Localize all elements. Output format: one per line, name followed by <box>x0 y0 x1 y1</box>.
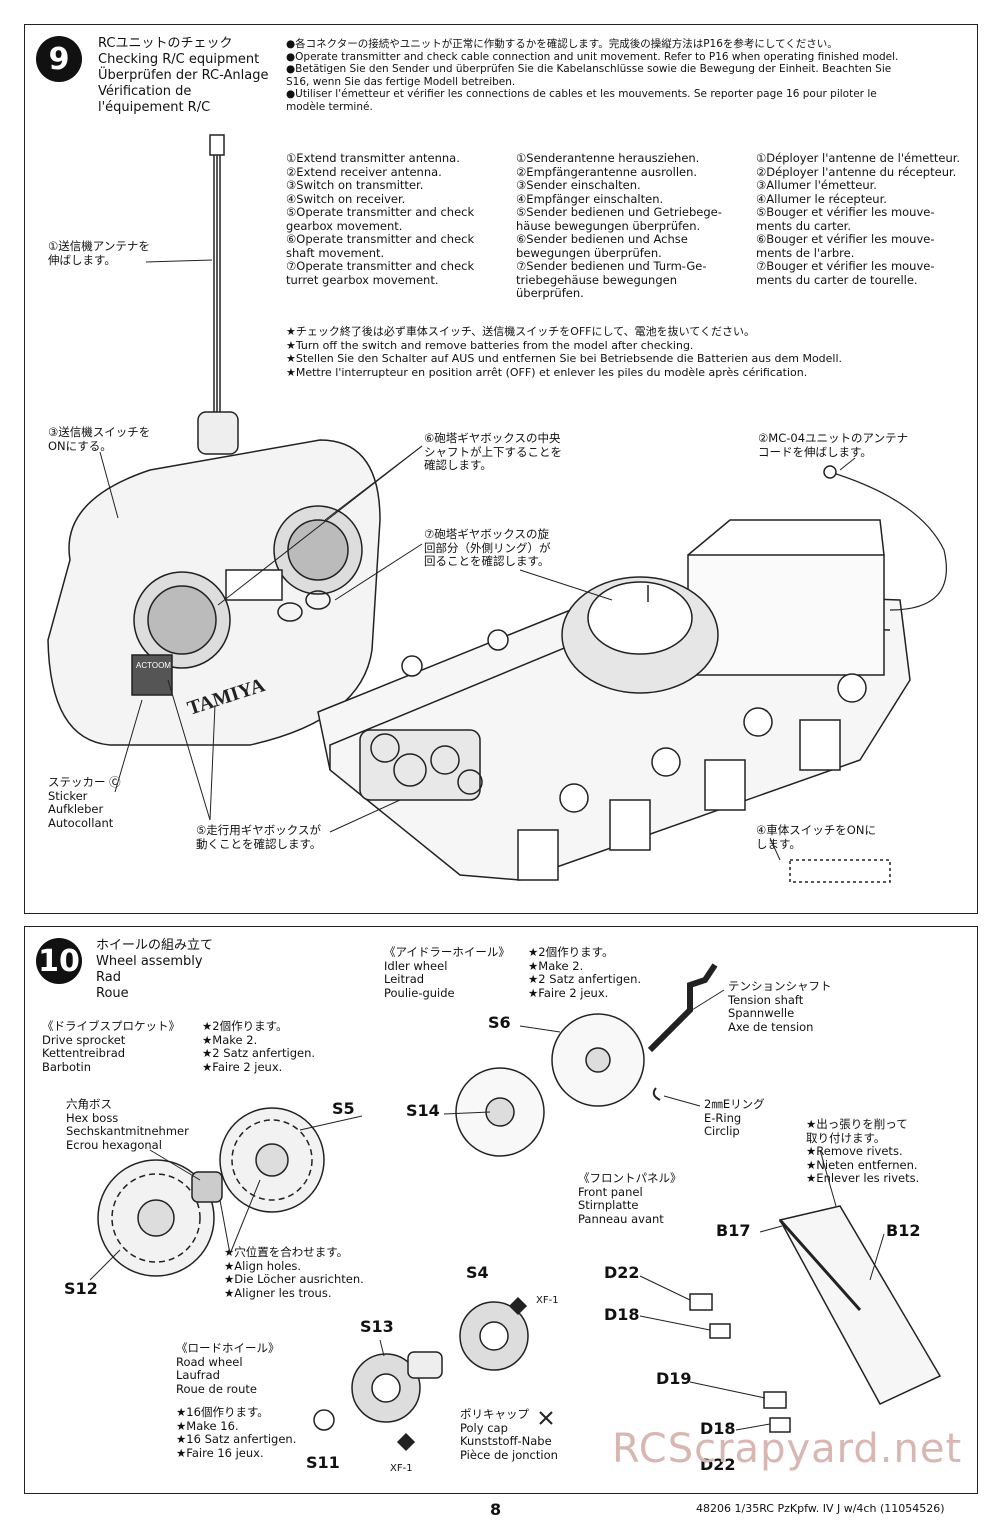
part-s11: S11 <box>306 1453 340 1472</box>
part-s12: S12 <box>64 1279 98 1298</box>
idler-label: 《アイドラーホイール》 Idler wheel Leitrad Poulie-g… <box>384 945 510 1000</box>
paint-xf1-b: XF-1 <box>390 1463 413 1474</box>
part-s14: S14 <box>406 1101 440 1120</box>
acro-badge <box>131 654 173 696</box>
part-s4: S4 <box>466 1263 489 1282</box>
e-ring-label: 2㎜Eリング E-Ring Circlip <box>704 1097 765 1138</box>
steps-french: ①Déployer l'antenne de l'émetteur. ②Dépl… <box>756 151 961 287</box>
step-9-number: 9 <box>36 36 82 82</box>
part-d22-b: D22 <box>700 1455 736 1474</box>
part-d19: D19 <box>656 1369 692 1388</box>
idler-make2: ★2個作ります。 ★Make 2. ★2 Satz anfertigen. ★F… <box>528 945 642 1000</box>
hex-boss-label: 六角ボス Hex boss Sechskantmitnehmer Ecrou h… <box>66 1097 189 1152</box>
callout-receiver-antenna: ②MC-04ユニットのアンテナ コードを伸ばします。 <box>758 431 909 459</box>
road-wheel-label: 《ロードホイール》 Road wheel Laufrad Roue de rou… <box>176 1341 280 1396</box>
paint-xf1-a: XF-1 <box>536 1295 559 1306</box>
cap-s11-icon <box>313 1409 335 1431</box>
step-9-intro: ●各コネクターの接続やユニットが正常に作動するかを確認します。完成後の操縦方法は… <box>286 38 899 113</box>
poly-cap-icon <box>407 1351 443 1379</box>
acro-logo: ACTOOM <box>136 661 171 670</box>
part-b12: B12 <box>886 1221 921 1240</box>
step-10-title: ホイールの組み立て Wheel assembly Rad Roue <box>96 938 214 1001</box>
road-wheel-make16: ★16個作ります。 ★Make 16. ★16 Satz anfertigen.… <box>176 1405 297 1460</box>
part-s5: S5 <box>332 1099 355 1118</box>
part-b17: B17 <box>716 1221 751 1240</box>
part-d22-a: D22 <box>604 1263 640 1282</box>
align-holes-note: ★穴位置を合わせます。 ★Align holes. ★Die Löcher au… <box>224 1245 364 1300</box>
part-d18-b: D18 <box>700 1419 736 1438</box>
part-s6: S6 <box>488 1013 511 1032</box>
page-number: 8 <box>490 1500 502 1519</box>
remove-rivets-note: ★出っ張りを削って 取り付けます。 ★Remove rivets. ★Niete… <box>806 1117 920 1185</box>
step-9-panel <box>24 24 978 914</box>
sprocket-label: 《ドライブスプロケット》 Drive sprocket Kettentreibr… <box>42 1019 180 1074</box>
front-panel-label: 《フロントパネル》 Front panel Stirnplatte Pannea… <box>578 1171 682 1226</box>
hex-boss-icon <box>191 1171 223 1203</box>
part-d18-a: D18 <box>604 1305 640 1324</box>
steps-german: ①Senderantenne herausziehen. ②Empfängera… <box>516 151 722 300</box>
step-9-title: RCユニットのチェック Checking R/C equipment Überp… <box>98 36 269 115</box>
part-s13: S13 <box>360 1317 394 1336</box>
tension-shaft-label: テンションシャフト Tension shaft Spannwelle Axe d… <box>728 979 832 1034</box>
product-code: 48206 1/35RC PzKpfw. IV J w/4ch (1105452… <box>696 1502 945 1515</box>
step-10-panel <box>24 926 978 1494</box>
front-panel-b12-icon <box>778 1205 942 1405</box>
watermark: RCScrapyard.net <box>612 1426 963 1472</box>
callout-body-switch: ④車体スイッチをONに します。 <box>756 823 876 851</box>
poly-cap-label: ポリキャップ Poly cap Kunststoff-Nabe Pièce de… <box>460 1407 558 1462</box>
tension-shaft-icon <box>647 963 718 1053</box>
callout-antenna: ①送信機アンテナを 伸ばします。 <box>48 239 150 267</box>
battery-warning: ★チェック終了後は必ず車体スイッチ、送信機スイッチをOFFにして、電池を抜いてく… <box>286 325 843 379</box>
antenna-cord-icon <box>823 465 837 479</box>
sprocket-make2: ★2個作ります。 ★Make 2. ★2 Satz anfertigen. ★F… <box>202 1019 316 1074</box>
body-switch-icon <box>789 859 891 883</box>
step-10-number: 10 <box>36 938 82 984</box>
callout-transmitter-switch: ③送信機スイッチを ONにする。 <box>48 425 151 453</box>
e-ring-icon <box>652 1087 661 1101</box>
sticker-label: ステッカー Ⓒ Sticker Aufkleber Autocollant <box>48 775 121 830</box>
rod-b17-icon <box>778 1219 862 1311</box>
cutter-icon <box>539 1411 553 1425</box>
callout-drive-gearbox: ⑤走行用ギヤボックスが 動くことを確認します。 <box>196 823 322 851</box>
paint-drop-icon <box>508 1296 528 1316</box>
steps-english: ①Extend transmitter antenna. ②Extend rec… <box>286 151 475 287</box>
callout-turret-shaft: ⑥砲塔ギヤボックスの中央 シャフトが上下することを 確認します。 <box>424 431 562 472</box>
callout-turret-ring: ⑦砲塔ギヤボックスの旋 回部分（外側リング）が 回ることを確認します。 <box>424 527 551 568</box>
